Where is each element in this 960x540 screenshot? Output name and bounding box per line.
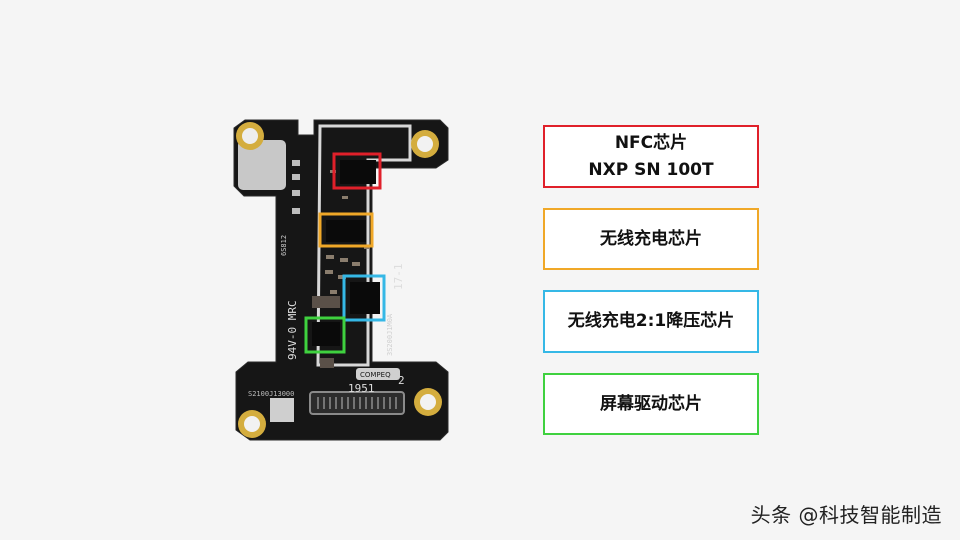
silk-num: 2 — [398, 374, 405, 387]
silk-small-code: 6S812 — [280, 235, 288, 256]
inductor-1 — [312, 296, 326, 308]
label-step-down-chip: 无线充电2:1降压芯片 — [543, 290, 759, 353]
silk-barcode-text: S2100J13000 — [248, 390, 294, 398]
step-down-chip — [350, 282, 380, 314]
silk-brand-tag: COMPEQ — [360, 371, 391, 379]
label-step-down-text: 无线充电2:1降压芯片 — [567, 311, 735, 332]
label-display-driver-chip: 屏幕驱动芯片 — [543, 373, 759, 435]
wireless-charging-highlight — [318, 212, 374, 248]
board-connector — [309, 391, 405, 415]
label-nfc-chip: NFC芯片 NXP SN 100T — [543, 125, 759, 188]
pcb-outline — [233, 119, 449, 441]
label-display-driver-text: 屏幕驱动芯片 — [600, 393, 702, 414]
label-nfc-line2: NXP SN 100T — [588, 159, 714, 180]
watermark: 头条 @科技智能制造 — [750, 503, 942, 527]
inductor-2 — [326, 296, 340, 308]
silk-date-code: 1951 — [348, 382, 375, 395]
silk-rating: 94V-0 MRC — [286, 300, 299, 360]
silk-part-code: 17-1 — [392, 264, 405, 291]
inductor-3 — [320, 358, 334, 368]
label-wireless-charging-text: 无线充电芯片 — [600, 228, 702, 249]
connector-pins — [317, 397, 397, 409]
silk-serial: 3S200J1M0A — [386, 313, 394, 356]
label-nfc-line1: NFC芯片 — [614, 133, 688, 154]
display-driver-chip — [312, 322, 340, 346]
metal-bracket — [238, 140, 286, 190]
label-wireless-charging-chip: 无线充电芯片 — [543, 208, 759, 270]
nfc-chip — [340, 160, 376, 184]
step-down-highlight — [342, 274, 386, 322]
nfc-highlight — [332, 152, 382, 190]
display-driver-highlight — [304, 316, 346, 354]
test-pads — [292, 160, 300, 214]
data-matrix-code — [270, 398, 294, 422]
wireless-charging-chip — [326, 220, 366, 242]
